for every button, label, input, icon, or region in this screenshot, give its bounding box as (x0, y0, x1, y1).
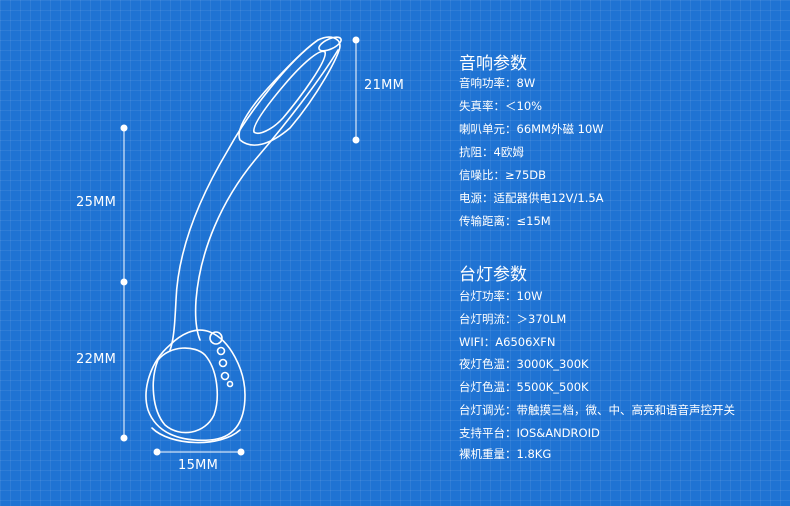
spec-label: WIFI： (459, 335, 496, 349)
spec-value: ≤15M (516, 214, 551, 228)
spec-row-night-light-temp: 夜灯色温：3000K_300K (459, 356, 589, 372)
spec-row-weight: 裸机重量：1.8KG (459, 446, 551, 462)
spec-row-lamp-color-temp: 台灯色温：5500K_500K (459, 379, 589, 395)
spec-value: ≥75DB (505, 168, 547, 182)
spec-label: 裸机重量： (459, 447, 517, 461)
dimension-head-label: 21MM (364, 78, 405, 93)
spec-value: 10W (516, 289, 543, 303)
dimension-base-width-label: 15MM (178, 458, 219, 473)
lamp-params-title: 台灯参数 (459, 265, 527, 285)
spec-label: 喇叭单元： (459, 122, 517, 136)
spec-label: 夜灯色温： (459, 357, 517, 371)
lamp-base-outer (145, 329, 246, 442)
spec-value: 4欧姆 (493, 145, 524, 159)
lamp-base-bottom (151, 427, 241, 444)
spec-row-transmission-range: 传输距离：≤15M (459, 213, 551, 229)
spec-value: 3000K_300K (516, 357, 589, 371)
dim-point-left-2 (120, 278, 128, 286)
spec-row-wifi: WIFI：A6506XFN (459, 334, 556, 350)
spec-value: IOS&ANDROID (516, 426, 600, 440)
spec-row-impedance: 抗阻：4欧姆 (459, 144, 524, 160)
spec-value: 1.8KG (516, 447, 552, 461)
lamp-head-cap (318, 36, 342, 52)
spec-label: 台灯色温： (459, 380, 517, 394)
dimension-base-height-label: 22MM (76, 352, 117, 367)
spec-label: 失真率： (459, 99, 505, 113)
spec-label: 音响功率： (459, 76, 517, 90)
lamp-outline-drawing (120, 36, 360, 456)
spec-row-distortion: 失真率：＜10% (459, 98, 542, 114)
spec-value: 适配器供电12V/1.5A (493, 191, 604, 205)
spec-label: 支持平台： (459, 426, 517, 440)
spec-row-speaker-power: 音响功率：8W (459, 75, 535, 91)
spec-label: 台灯明流： (459, 312, 517, 326)
speaker-params-title: 音响参数 (459, 54, 527, 74)
spec-row-snr: 信噪比：≥75DB (459, 167, 546, 183)
spec-value: 8W (516, 76, 536, 90)
lamp-head-outer (238, 36, 341, 146)
dim-point-left-3 (120, 434, 128, 442)
control-button-top (209, 331, 223, 345)
lamp-neck-inner (194, 49, 339, 341)
spec-row-speaker-unit: 喇叭单元：66MM外磁 10W (459, 121, 604, 137)
lamp-neck-outer (169, 39, 319, 351)
dim-point-top-1 (352, 36, 360, 44)
lamp-base-panel (152, 347, 219, 434)
spec-value: 带触摸三档，微、中、高亮和语音声控开关 (516, 403, 736, 417)
spec-label: 信噪比： (459, 168, 505, 182)
spec-row-lamp-lumens: 台灯明流：＞370LM (459, 311, 566, 327)
spec-label: 台灯调光： (459, 403, 517, 417)
spec-label: 传输距离： (459, 214, 517, 228)
dim-point-bottom-2 (237, 448, 245, 456)
spec-row-platform: 支持平台：IOS&ANDROID (459, 425, 600, 441)
dim-point-left-1 (120, 124, 128, 132)
spec-row-dimming: 台灯调光：带触摸三档，微、中、高亮和语音声控开关 (459, 402, 735, 418)
lamp-head-lens (253, 50, 326, 134)
spec-row-lamp-power: 台灯功率：10W (459, 288, 543, 304)
spec-value: 66MM外磁 10W (516, 122, 604, 136)
spec-value: ＞370LM (516, 312, 567, 326)
spec-label: 抗阻： (459, 145, 494, 159)
lamp-diagram: 21MM 25MM 22MM 15MM (76, 36, 405, 473)
spec-label: 台灯功率： (459, 289, 517, 303)
dim-point-bottom-1 (153, 448, 161, 456)
spec-value: A6506XFN (495, 335, 556, 349)
spec-value: 5500K_500K (516, 380, 589, 394)
spec-row-power-supply: 电源：适配器供电12V/1.5A (459, 190, 604, 206)
spec-label: 电源： (459, 191, 494, 205)
spec-value: ＜10% (505, 99, 543, 113)
dim-point-top-2 (352, 136, 360, 144)
dimension-neck-label: 25MM (76, 195, 117, 210)
